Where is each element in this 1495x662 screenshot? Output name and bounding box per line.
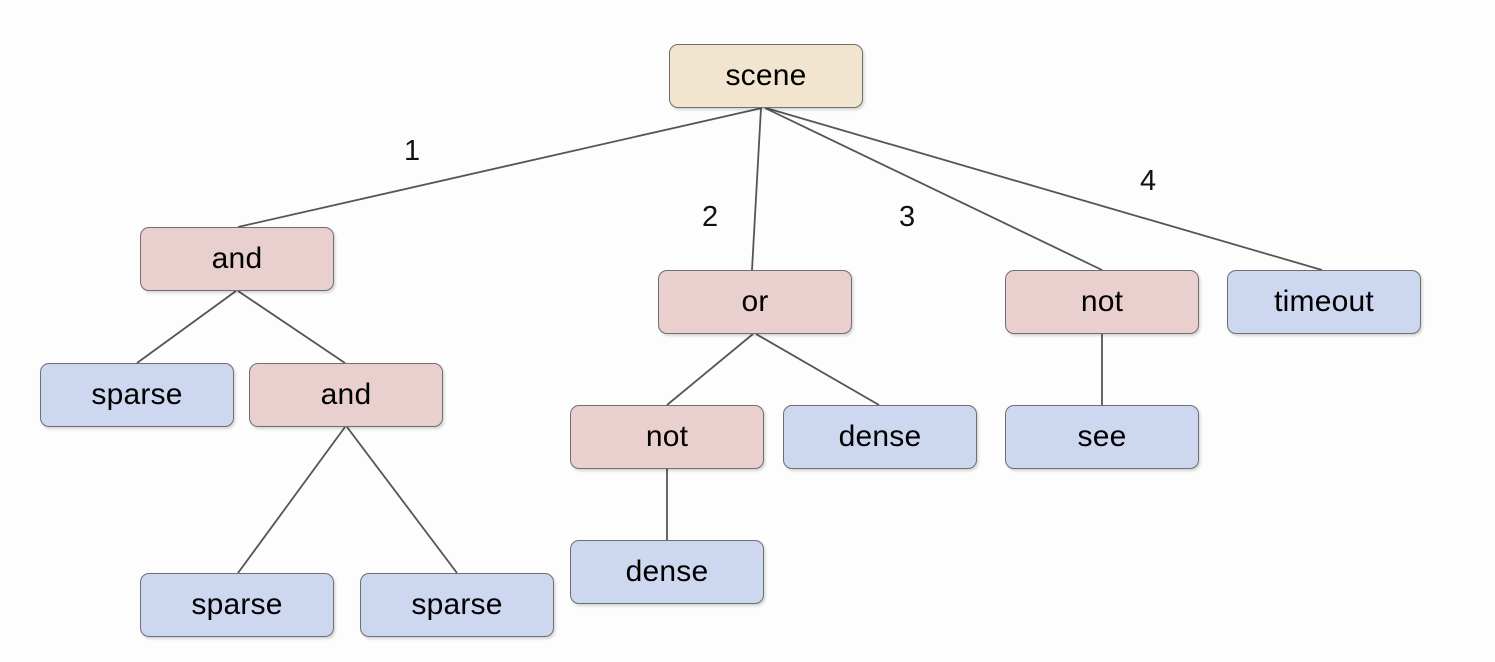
node-label: dense xyxy=(625,555,709,588)
edge-label-1: 1 xyxy=(404,135,421,167)
edge-or1-to-not2 xyxy=(666,333,754,406)
edge-scene-to-timeout1 xyxy=(765,107,1323,271)
edge-label-3: 3 xyxy=(899,201,916,233)
node-label: timeout xyxy=(1274,285,1374,318)
node-label: sparse xyxy=(191,588,283,621)
edge-label-4: 4 xyxy=(1140,165,1157,197)
node-and2[interactable]: and xyxy=(249,363,443,427)
edge-label-2: 2 xyxy=(702,201,719,233)
node-scene[interactable]: scene xyxy=(669,44,863,108)
node-label: sparse xyxy=(411,588,503,621)
node-label: scene xyxy=(725,59,807,92)
edge-and1-to-and2 xyxy=(237,290,346,364)
node-dense1[interactable]: dense xyxy=(783,405,977,469)
node-label: and xyxy=(211,242,263,275)
node-timeout1[interactable]: timeout xyxy=(1227,270,1421,334)
node-sparse3[interactable]: sparse xyxy=(360,573,554,637)
node-label: see xyxy=(1077,420,1127,453)
edge-or1-to-dense1 xyxy=(755,333,880,406)
node-sparse1[interactable]: sparse xyxy=(40,363,234,427)
node-label: or xyxy=(741,285,769,318)
node-label: not xyxy=(1080,285,1124,318)
node-label: and xyxy=(320,378,372,411)
node-label: not xyxy=(645,420,689,453)
node-label: sparse xyxy=(91,378,183,411)
edge-and2-to-sparse3 xyxy=(346,426,458,574)
edge-scene-to-and1 xyxy=(237,107,763,228)
node-and1[interactable]: and xyxy=(140,227,334,291)
node-label: dense xyxy=(838,420,922,453)
node-dense2[interactable]: dense xyxy=(570,540,764,604)
edge-and1-to-sparse1 xyxy=(136,290,237,364)
node-not2[interactable]: not xyxy=(570,405,764,469)
node-or1[interactable]: or xyxy=(658,270,852,334)
node-see1[interactable]: see xyxy=(1005,405,1199,469)
edge-and2-to-sparse2 xyxy=(237,426,346,574)
node-sparse2[interactable]: sparse xyxy=(140,573,334,637)
edge-scene-to-or1 xyxy=(751,107,762,271)
edge-scene-to-not1 xyxy=(764,107,1103,271)
node-not1[interactable]: not xyxy=(1005,270,1199,334)
